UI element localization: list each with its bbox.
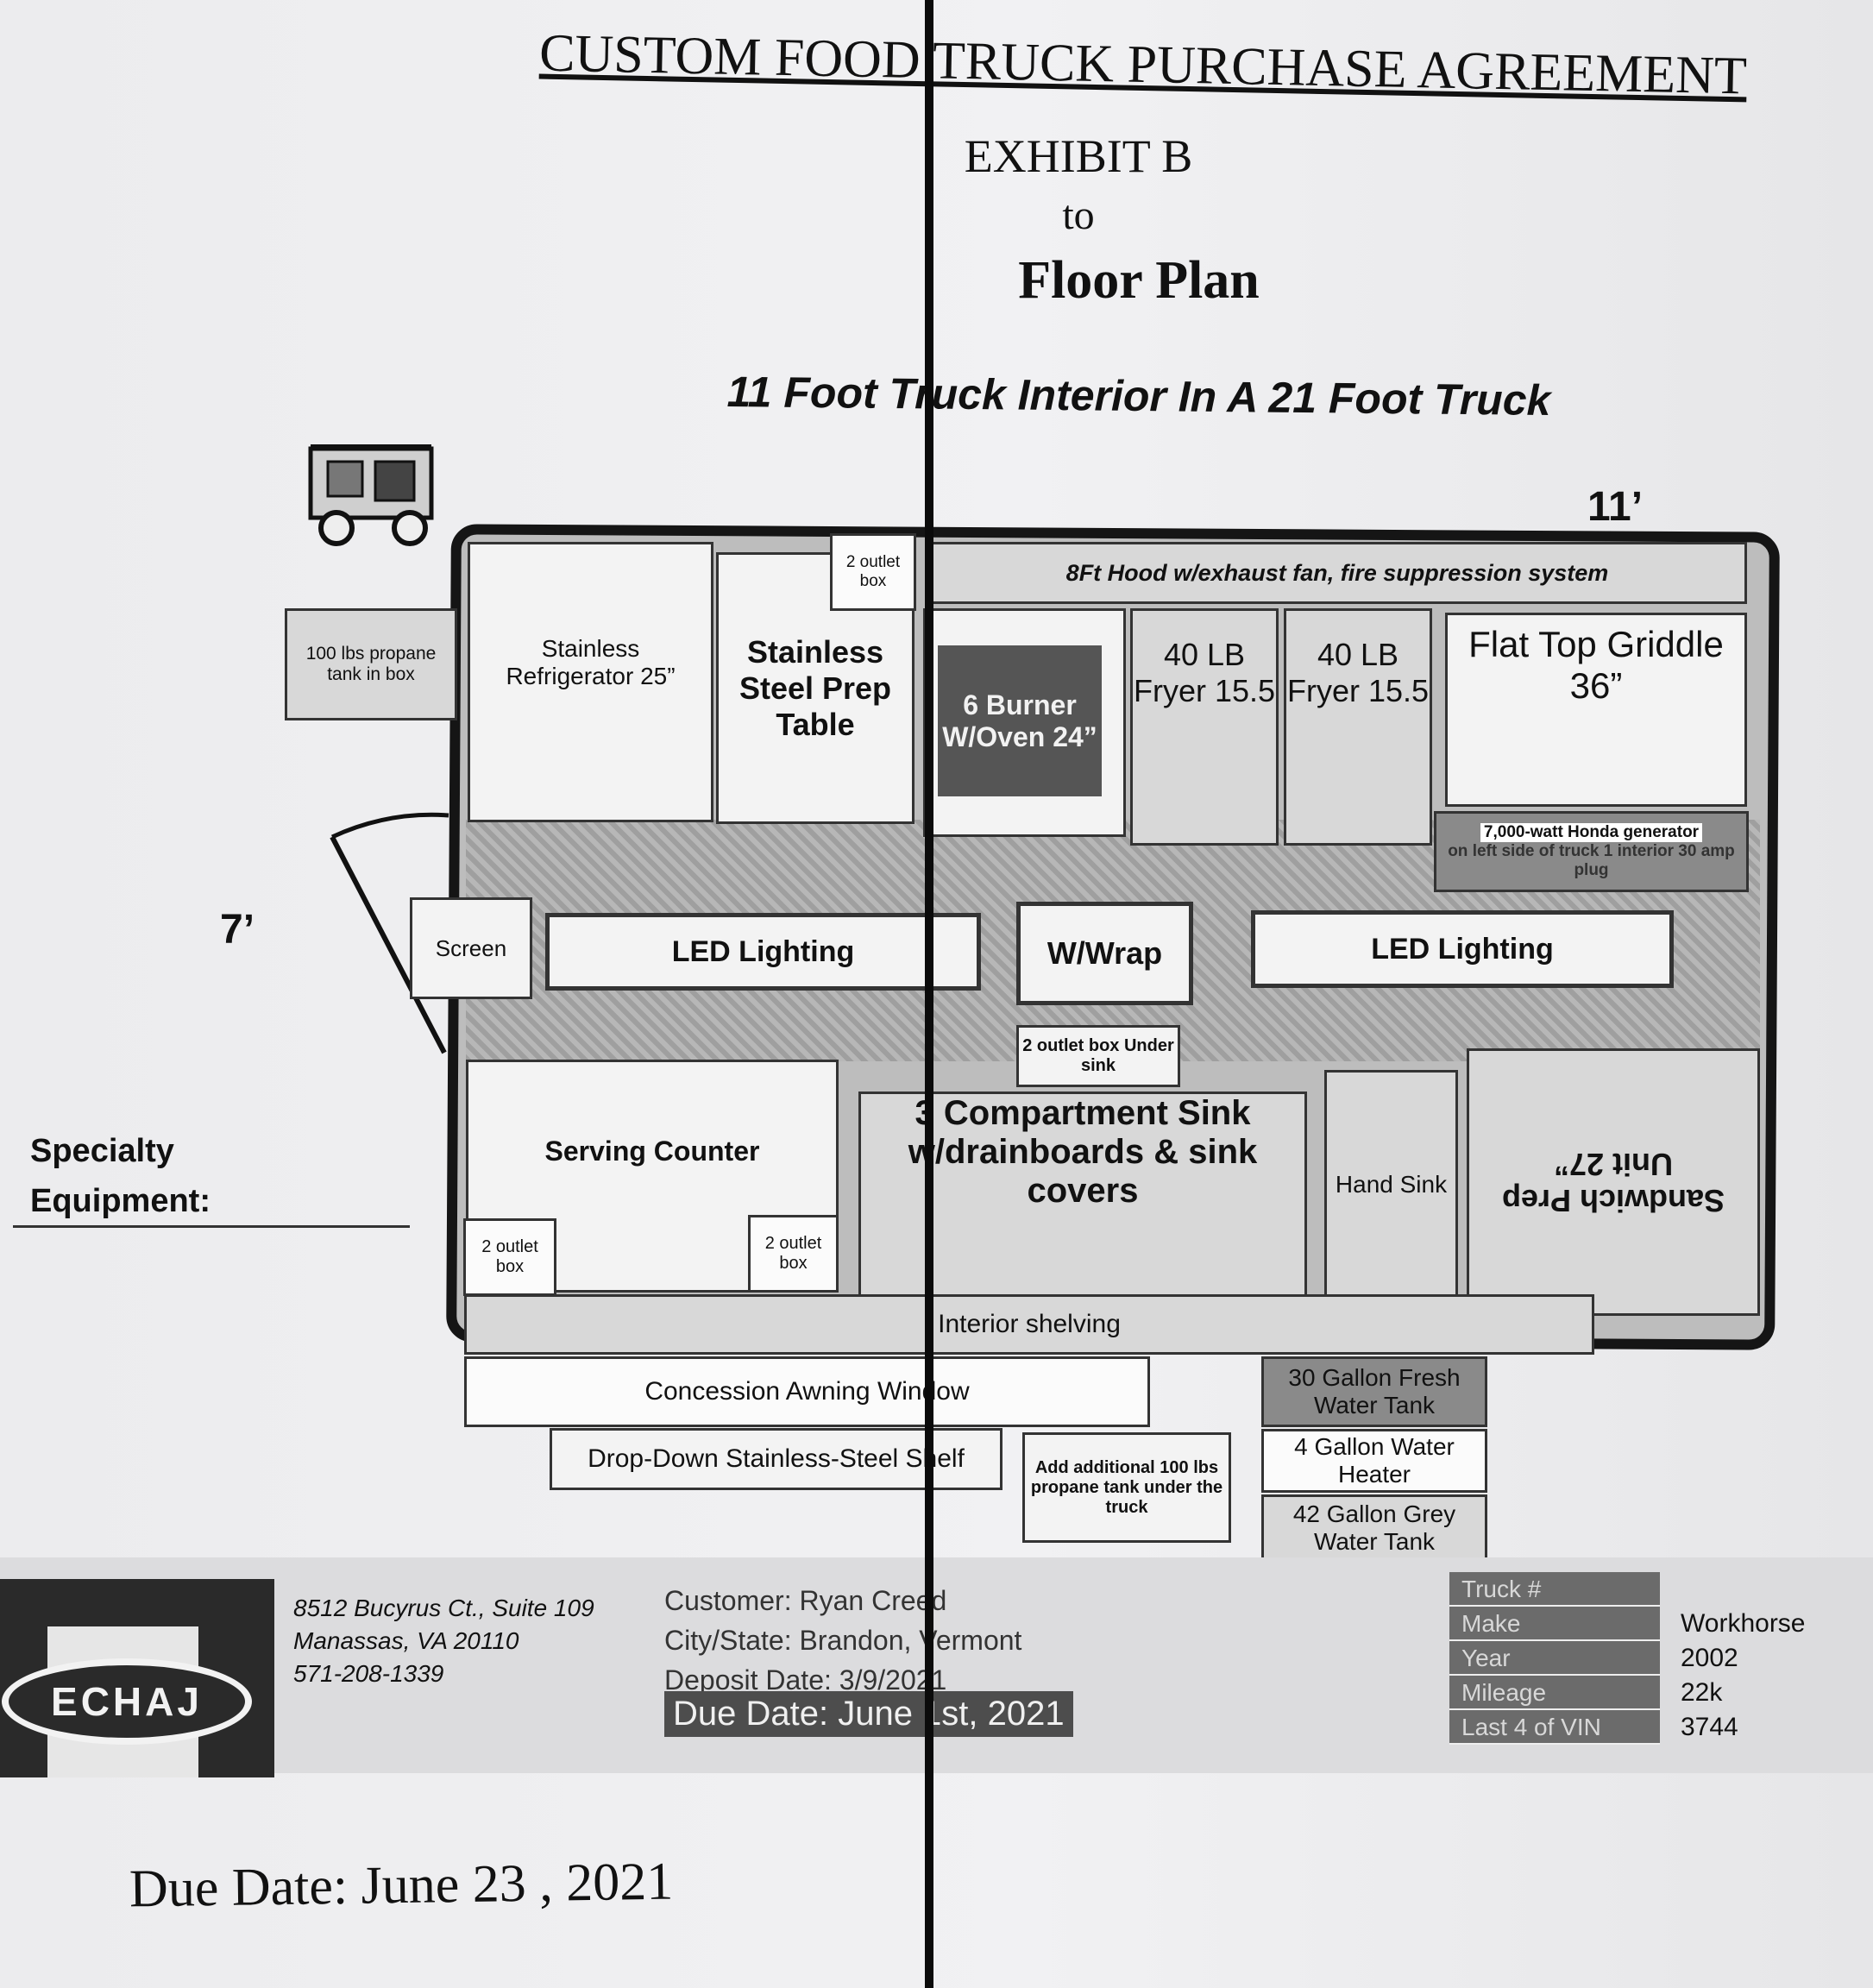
- length-dimension: 11’: [1587, 484, 1644, 530]
- generator-icon: [308, 444, 434, 546]
- truck-info-table: Truck # Make Workhorse Year 2002 Mileage 22…: [1449, 1572, 1864, 1745]
- led-left-label: LED Lighting: [671, 934, 855, 968]
- outlet-box-middle: 2 outlet box: [748, 1215, 839, 1293]
- door-swing-arc: [330, 812, 449, 1054]
- outlet-box-left: 2 outlet box: [463, 1218, 556, 1296]
- outlet-mid-label: 2 outlet box: [764, 1234, 822, 1273]
- hand-sink-label: Hand Sink: [1335, 1170, 1448, 1198]
- table-value: [1660, 1572, 1864, 1607]
- outlet-sink-label: 2 outlet box Under sink: [1022, 1036, 1174, 1075]
- grey-tank-label: 42 Gallon Grey Water Tank: [1292, 1500, 1456, 1555]
- hand-sink: Hand Sink: [1324, 1070, 1458, 1299]
- customer-city: City/State: Brandon, Vermont: [664, 1625, 1022, 1656]
- fryer-2-label: 40 LB Fryer 15.5: [1286, 637, 1430, 708]
- table-key: Last 4 of VIN: [1449, 1710, 1660, 1745]
- width-dimension: 7’: [220, 907, 255, 953]
- serving-counter-label: Serving Counter: [544, 1136, 760, 1167]
- additional-propane-tank: Add additional 100 lbs propane tank unde…: [1022, 1432, 1231, 1543]
- company-logo: ECHAJ: [0, 1579, 274, 1777]
- exhaust-hood: 8Ft Hood w/exhaust fan, fire suppression…: [927, 542, 1747, 604]
- honda-generator: 7,000-watt Honda generator on left side …: [1434, 811, 1749, 892]
- sandwich-prep-unit: Sandwich Prep Unit 27”: [1467, 1048, 1760, 1316]
- burner-label: 6 Burner W/Oven 24”: [942, 689, 1097, 752]
- table-row: Truck #: [1449, 1572, 1864, 1607]
- outlet-top-label: 2 outlet box: [845, 553, 901, 590]
- refrigerator-label: Stainless Refrigerator 25”: [506, 635, 676, 689]
- exhibit-label: EXHIBIT B: [964, 130, 1193, 182]
- generator-label: 7,000-watt Honda generator: [1480, 823, 1703, 842]
- outlet-box-under-sink: 2 outlet box Under sink: [1016, 1025, 1180, 1087]
- to-label: to: [1062, 192, 1095, 238]
- fryer-2: 40 LB Fryer 15.5: [1284, 608, 1432, 846]
- propane-tank-box: 100 lbs propane tank in box: [285, 608, 457, 720]
- refrigerator: Stainless Refrigerator 25”: [468, 542, 713, 822]
- table-value: Workhorse: [1681, 1609, 1806, 1638]
- table-value: 22k: [1681, 1678, 1723, 1707]
- led-lighting-right: LED Lighting: [1251, 910, 1674, 988]
- address-line-2: Manassas, VA 20110: [293, 1627, 519, 1654]
- specialty-equipment: Specialty Equipment:: [30, 1126, 211, 1226]
- concession-awning-window: Concession Awning Window: [464, 1356, 1150, 1427]
- griddle-label: Flat Top Griddle 36”: [1468, 624, 1724, 706]
- table-row: Mileage 22k: [1449, 1676, 1864, 1710]
- table-key: Truck #: [1449, 1572, 1660, 1607]
- wrap-box: W/Wrap: [1016, 902, 1193, 1005]
- burner-oven: 6 Burner W/Oven 24”: [923, 608, 1126, 837]
- shelving-label: Interior shelving: [938, 1310, 1121, 1338]
- prep-table-label: Stainless Steel Prep Table: [739, 633, 892, 742]
- table-row: Last 4 of VIN 3744: [1449, 1710, 1864, 1745]
- screen: Screen: [410, 897, 532, 999]
- fryer-1-label: 40 LB Fryer 15.5: [1133, 637, 1276, 708]
- led-lighting-left: LED Lighting: [545, 913, 981, 991]
- company-phone: 571-208-1339: [293, 1660, 444, 1687]
- company-address: 8512 Bucyrus Ct., Suite 109 Manassas, VA…: [293, 1592, 594, 1690]
- specialty-line-1: Specialty: [30, 1133, 174, 1169]
- customer-info: Customer: Ryan Creed City/State: Brandon…: [664, 1581, 1021, 1700]
- truck-subtitle: 11 Foot Truck Interior In A 21 Foot Truc…: [726, 368, 1551, 425]
- table-row: Year 2002: [1449, 1641, 1864, 1676]
- outlet-left-label: 2 outlet box: [481, 1237, 538, 1276]
- sink3-label: 3 Compartment Sink w/drainboards & sink …: [908, 1094, 1258, 1210]
- printed-due-date: Due Date: June 1st, 2021: [664, 1691, 1073, 1737]
- interior-shelving: Interior shelving: [464, 1294, 1594, 1355]
- table-value: 2002: [1681, 1644, 1738, 1672]
- drop-down-shelf: Drop-Down Stainless-Steel Shelf: [550, 1428, 1002, 1490]
- generator-note: on left side of truck 1 interior 30 amp …: [1448, 842, 1735, 879]
- deposit-date: Deposit Date: 3/9/2021: [664, 1664, 947, 1695]
- flat-top-griddle: Flat Top Griddle 36”: [1445, 613, 1747, 807]
- fold-line: [925, 0, 933, 1988]
- heater-label: 4 Gallon Water Heater: [1294, 1433, 1455, 1488]
- table-key: Year: [1449, 1641, 1660, 1676]
- logo-oval: ECHAJ: [2, 1658, 252, 1745]
- extra-propane-label: Add additional 100 lbs propane tank unde…: [1030, 1457, 1223, 1517]
- table-value: 3744: [1681, 1713, 1738, 1741]
- sandwich-label: Sandwich Prep Unit 27”: [1501, 1147, 1725, 1218]
- wrap-label: W/Wrap: [1046, 935, 1163, 971]
- customer-name: Customer: Ryan Creed: [664, 1585, 947, 1616]
- table-key: Mileage: [1449, 1676, 1660, 1710]
- specialty-underline: [13, 1225, 410, 1228]
- shelf-label: Drop-Down Stainless-Steel Shelf: [588, 1444, 965, 1473]
- floor-plan-heading: Floor Plan: [1018, 251, 1260, 310]
- fryer-1: 40 LB Fryer 15.5: [1130, 608, 1279, 846]
- table-key: Make: [1449, 1607, 1660, 1641]
- fresh-tank-label: 30 Gallon Fresh Water Tank: [1288, 1364, 1461, 1419]
- propane-tank-label: 100 lbs propane tank in box: [305, 644, 437, 684]
- screen-label: Screen: [435, 934, 507, 961]
- hood-label: 8Ft Hood w/exhaust fan, fire suppression…: [1065, 559, 1609, 586]
- handwritten-due-date: Due Date: June 23 , 2021: [129, 1852, 674, 1919]
- address-line-1: 8512 Bucyrus Ct., Suite 109: [293, 1595, 594, 1621]
- led-right-label: LED Lighting: [1371, 932, 1554, 966]
- fresh-water-tank: 30 Gallon Fresh Water Tank: [1261, 1356, 1487, 1427]
- burner-top: 6 Burner W/Oven 24”: [938, 645, 1102, 796]
- awning-label: Concession Awning Window: [644, 1377, 970, 1406]
- grey-water-tank: 42 Gallon Grey Water Tank: [1261, 1494, 1487, 1562]
- water-heater: 4 Gallon Water Heater: [1261, 1429, 1487, 1493]
- specialty-line-2: Equipment:: [30, 1183, 211, 1219]
- table-row: Make Workhorse: [1449, 1607, 1864, 1641]
- outlet-box-top: 2 outlet box: [830, 533, 916, 611]
